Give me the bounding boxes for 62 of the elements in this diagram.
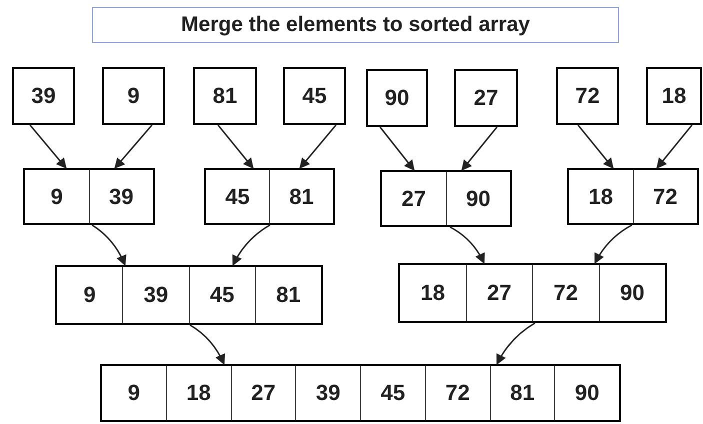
array-box (366, 69, 428, 127)
arrow (29, 124, 67, 169)
array-value: 18 (660, 82, 688, 110)
arrow (114, 124, 153, 169)
arrow (496, 322, 536, 365)
array-box (283, 67, 346, 125)
array-value: 39 (88, 170, 153, 223)
array-value: 72 (532, 265, 598, 321)
title: Merge the elements to sorted array (92, 7, 619, 43)
arrow (461, 126, 498, 171)
array-value: 45 (188, 267, 255, 323)
array-value: 45 (360, 366, 425, 420)
array-value: 18 (420, 279, 446, 307)
array-value: 39 (30, 82, 57, 110)
array-box (556, 67, 619, 125)
array-value: 81 (254, 267, 321, 323)
array-box (12, 67, 75, 125)
array-box (102, 67, 165, 125)
arrow (92, 224, 126, 266)
array-value: 81 (490, 366, 554, 420)
arrow (450, 226, 485, 264)
array-box (380, 170, 512, 227)
array-value: 90 (598, 265, 665, 321)
array-box (100, 364, 621, 422)
array-box (55, 265, 323, 325)
array-value: 18 (588, 182, 614, 210)
array-value: 27 (466, 265, 532, 321)
array-value: 45 (224, 182, 251, 210)
array-value: 90 (554, 366, 619, 420)
array-value: 9 (82, 281, 97, 309)
arrow (594, 224, 632, 264)
array-value: 90 (384, 84, 410, 112)
array-box (454, 69, 518, 127)
array-value: 18 (166, 366, 230, 420)
array-value: 27 (472, 84, 500, 112)
array-value: 72 (632, 170, 697, 223)
array-value: 39 (122, 267, 188, 323)
array-box (646, 67, 702, 125)
arrow (232, 224, 270, 266)
array-value: 81 (269, 170, 333, 223)
arrow (577, 124, 614, 169)
array-box (23, 168, 155, 225)
arrow (379, 126, 415, 171)
array-value: 72 (424, 366, 490, 420)
arrow (190, 324, 225, 365)
arrow (217, 124, 254, 169)
array-value: 90 (446, 172, 510, 225)
arrow (656, 124, 693, 169)
array-box (567, 168, 699, 225)
array-value: 27 (400, 184, 427, 212)
array-box (398, 263, 667, 323)
array-box (193, 67, 257, 125)
array-value: 72 (574, 82, 601, 110)
array-box (204, 168, 335, 225)
array-value: 39 (295, 366, 360, 420)
array-value: 9 (50, 182, 64, 210)
array-value: 27 (230, 366, 296, 420)
array-value: 81 (212, 82, 238, 110)
arrow (299, 124, 337, 169)
array-value: 45 (301, 82, 328, 110)
array-value: 9 (126, 82, 141, 110)
array-value: 9 (126, 379, 141, 407)
